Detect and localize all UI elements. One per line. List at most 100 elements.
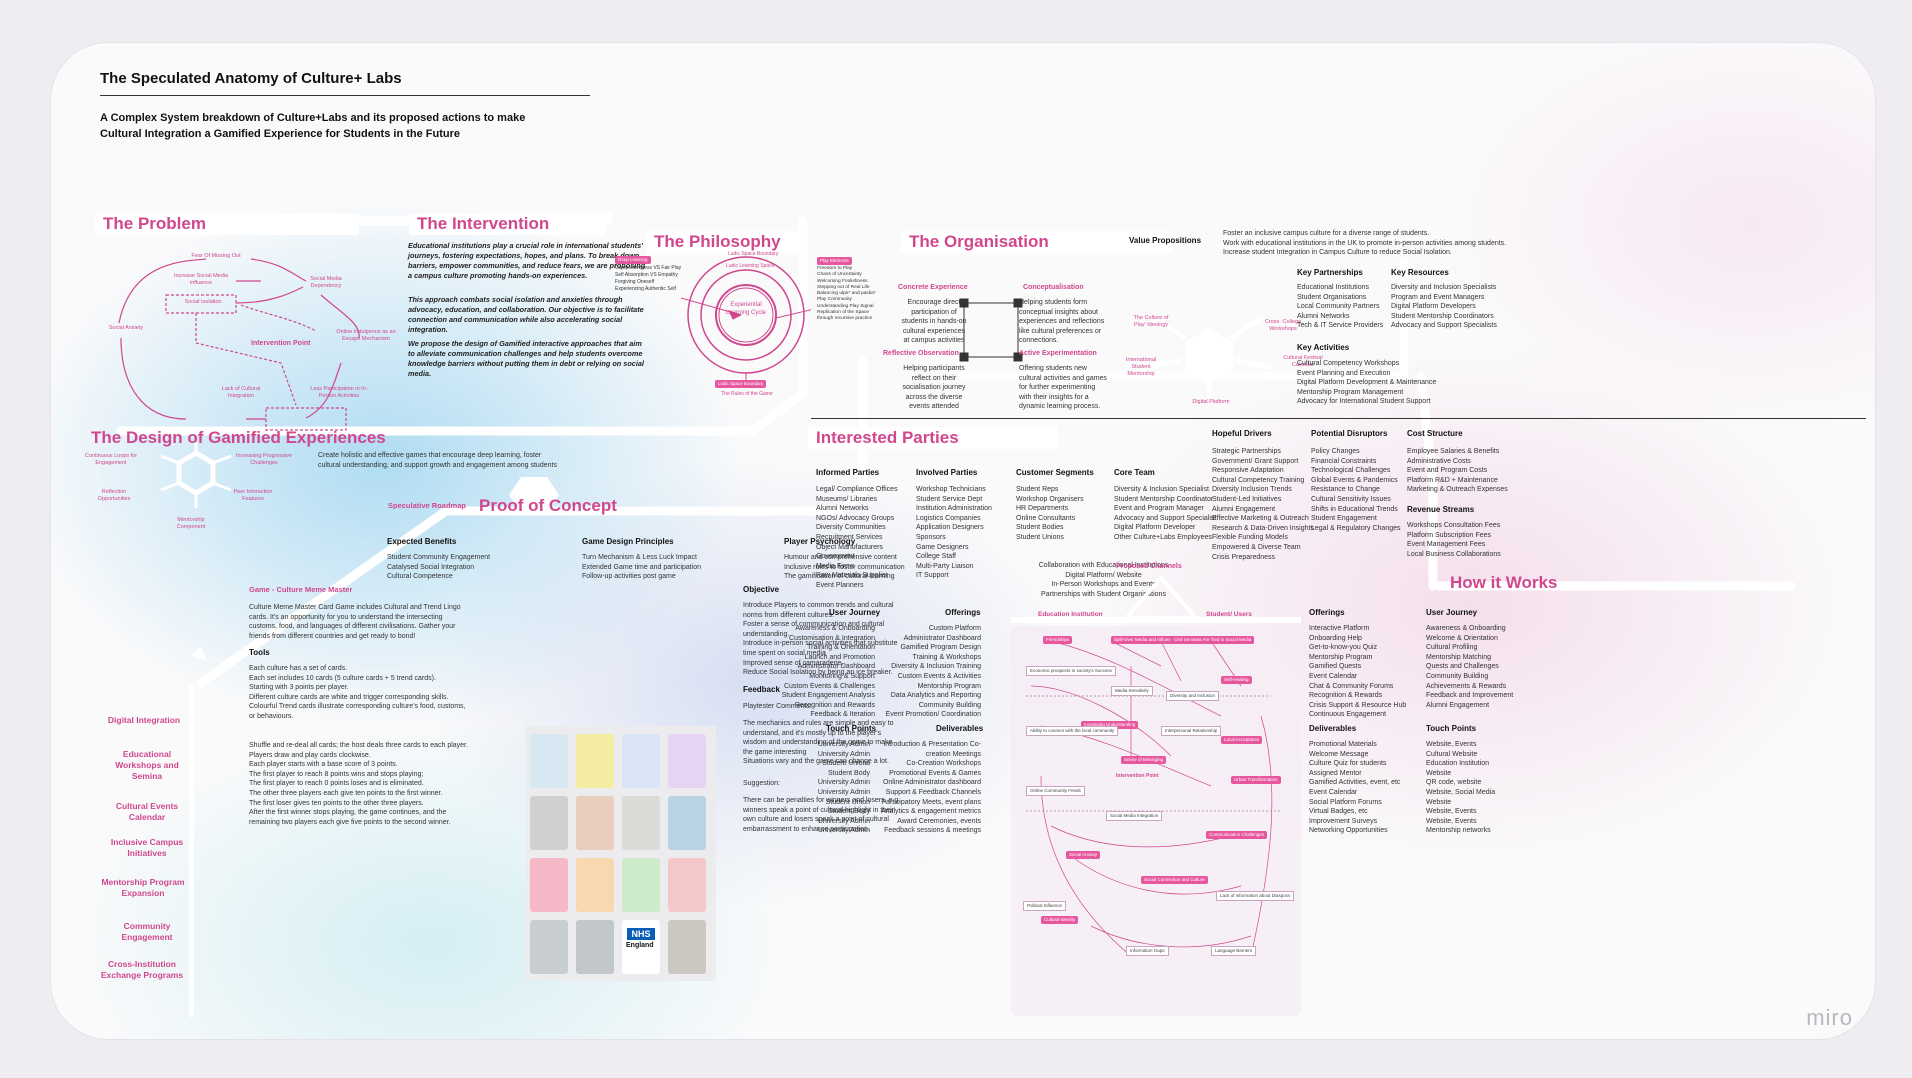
page-subtitle-line1: A Complex System breakdown of Culture+La… <box>100 112 526 124</box>
card-image <box>530 920 568 974</box>
feedback-sub: Playtester Comments: <box>743 703 812 710</box>
map-node: Economic prospects in society's Success <box>1026 666 1116 676</box>
title-divider <box>100 95 590 96</box>
game-description: Culture Meme Master Card Game includes C… <box>249 604 461 640</box>
gamified-hex-diagram <box>160 443 232 508</box>
hex-mentorship: Mentorship Component <box>176 517 206 530</box>
deliverables-left-title: Deliverables <box>936 724 984 733</box>
learning-square <box>959 298 1023 362</box>
map-node: Friendships <box>1043 636 1073 644</box>
drivers-title: Hopeful Drivers <box>1212 429 1272 438</box>
system-map-links <box>1026 640 1281 957</box>
offerings-right-title: Offerings <box>1309 608 1345 617</box>
informed-title: Informed Parties <box>816 468 880 477</box>
benefits-title: Expected Benefits <box>387 537 457 546</box>
partners-title: Key Partnerships <box>1297 268 1363 277</box>
page-subtitle-line2: Cultural Integration a Gamified Experien… <box>100 128 460 140</box>
suggestion-list: There can be penalties for winners and l… <box>743 797 901 833</box>
collab-list: Collaboration with Educational Instituti… <box>1038 562 1169 598</box>
map-node: Ability to connect with the local commun… <box>1026 726 1119 736</box>
miro-board[interactable]: The Speculated Anatomy of Culture+ Labs … <box>50 42 1876 1040</box>
card-image <box>622 796 660 850</box>
concept-title: Conceptualisation <box>1023 284 1084 291</box>
activities-title: Key Activities <box>1297 343 1350 352</box>
experiential-learning-cycle: Experiential Learning Cycle <box>725 302 767 316</box>
map-node: Media Sensitivity <box>1111 686 1153 696</box>
nhs-sub: England <box>626 942 654 949</box>
roadmap-inclusive-campus: Inclusive Campus Initiatives <box>110 837 184 858</box>
card-image <box>576 734 614 788</box>
card-grid: NHS England <box>526 726 716 981</box>
experiential-rings <box>681 256 811 383</box>
core-title: Core Team <box>1114 468 1155 477</box>
card-image <box>576 920 614 974</box>
hub-cross-college: Cross- College Workshops <box>1264 319 1302 332</box>
intervention-p2: This approach combats social isolation a… <box>408 295 644 334</box>
objective-title: Objective <box>743 585 780 594</box>
node-social-isolation: Social Isolation <box>184 299 222 305</box>
intervention-p1: Educational institutions play a crucial … <box>408 241 646 280</box>
system-map: Friendships Spill-Over Media and Influen… <box>1011 626 1301 1016</box>
speculative-roadmap-label: Speculative Roadmap <box>388 501 466 510</box>
journey-right-title: User Journey <box>1426 608 1478 617</box>
roadmap-mentorship-expansion: Mentorship Program Expansion <box>101 877 185 898</box>
feedback-list: The mechanics and rules are simple and e… <box>743 720 894 766</box>
section-philosophy: The Philosophy <box>646 231 804 253</box>
journey-left-title: User Journey <box>829 608 881 617</box>
roadmap-cross-institution: Cross-Institution Exchange Programs <box>100 959 184 980</box>
node-less-participation: Less Participation in In-Person Activiti… <box>310 386 368 399</box>
roadmap-line <box>189 683 194 1017</box>
map-node: Increasing Understanding <box>1081 721 1139 729</box>
card-image <box>668 796 706 850</box>
active-title: Active Experimentation <box>1019 350 1097 357</box>
divider-organisation <box>811 418 1866 419</box>
card-image <box>622 858 660 912</box>
suggestion-title: Suggestion: <box>743 780 780 787</box>
map-node: Local Acceptance <box>1221 736 1263 744</box>
deliverables-right-title: Deliverables <box>1309 724 1357 733</box>
value-props-text: Foster an inclusive campus culture for a… <box>1223 230 1507 257</box>
cost-title: Cost Structure <box>1407 429 1463 438</box>
map-node: Diversity and Inclusion <box>1166 691 1220 701</box>
org-hub-diagram <box>1140 315 1272 398</box>
map-node: Online Community Feeds <box>1026 786 1085 796</box>
map-node: Interpersonal Relationship <box>1161 726 1222 736</box>
section-proof: Proof of Concept <box>479 496 617 515</box>
map-node: Civil Servants Are Tied to Social Media <box>1171 636 1255 644</box>
design-intro: Create holistic and effective games that… <box>318 452 557 469</box>
hex-reflection: Reflection Opportunities <box>97 489 131 502</box>
node-fomo: Fear Of Missing Out <box>191 253 241 259</box>
involved-title: Involved Parties <box>916 468 978 477</box>
revenue-title: Revenue Streams <box>1407 505 1475 514</box>
card-image <box>530 734 568 788</box>
play-elements-tag: Play Elements <box>817 257 852 265</box>
section-design: The Design of Gamified Experiences <box>91 428 386 447</box>
game-title: Game - Culture Meme Master <box>249 585 353 594</box>
map-node: Communication Challenges <box>1206 831 1268 839</box>
card-image <box>530 858 568 912</box>
node-escape-mechanism: Online Indulgence as an Escape Mechanism <box>336 329 396 342</box>
node-social-media-dependency: Social Media Dependency <box>310 276 342 289</box>
roadmap-educational-workshops: Educational Workshops and Semina <box>115 749 179 781</box>
touch-right-title: Touch Points <box>1426 724 1477 733</box>
label-students-users: Student/ Users <box>1206 611 1252 618</box>
deep-learning-tag: Deep Learning <box>615 256 651 264</box>
miro-logo: miro <box>1806 1005 1853 1030</box>
page-title: The Speculated Anatomy of Culture+ Labs <box>100 70 402 87</box>
card-image <box>668 858 706 912</box>
proposed-channels: Proposed Channels <box>1116 563 1182 570</box>
problem-loop-diagram <box>118 258 360 431</box>
